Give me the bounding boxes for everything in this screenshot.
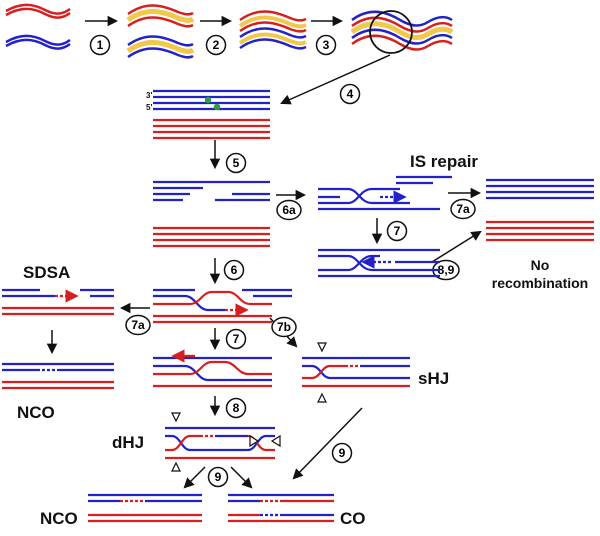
svg-text:6: 6 <box>231 263 238 277</box>
no-label: No <box>531 257 550 273</box>
co-product <box>228 493 334 523</box>
step-7a-top: 7a <box>450 198 476 220</box>
step-markers <box>46 15 482 489</box>
no-recombination-duplexes <box>486 178 594 242</box>
step-7b: 7b <box>271 316 297 338</box>
nco-bottom-label: NCO <box>40 509 78 528</box>
step-4: 4 <box>339 83 361 105</box>
sdsa-product <box>2 362 114 390</box>
step-9-bottom: 9 <box>207 466 229 488</box>
svg-text:3: 3 <box>323 38 330 52</box>
single-holliday-junction <box>302 356 410 388</box>
step-1: 1 <box>89 34 111 56</box>
svg-text:5: 5 <box>233 156 240 170</box>
sdsa-label: SDSA <box>23 263 70 282</box>
svg-text:8: 8 <box>233 401 240 415</box>
step-circles: 1 2 3 4 5 6a 7a 7 8,9 6 7a 7b 7 8 9 9 <box>89 34 476 488</box>
nco-product <box>88 493 202 523</box>
step-8: 8 <box>225 397 247 419</box>
step-6a: 6a <box>276 199 302 221</box>
is-repair-label: IS repair <box>410 152 478 171</box>
svg-text:7a: 7a <box>456 202 470 216</box>
shj-label: sHJ <box>418 369 449 388</box>
step-7: 7 <box>225 328 247 350</box>
svg-text:1: 1 <box>97 38 104 52</box>
nco-left-label: NCO <box>17 403 55 422</box>
is-repair-intermediate-2 <box>318 248 440 278</box>
svg-text:9: 9 <box>215 470 222 484</box>
step-7a-left: 7a <box>125 314 151 336</box>
co-label: CO <box>340 509 366 528</box>
end-3-prime: 3' <box>146 91 152 100</box>
step-7-top: 7 <box>386 220 408 242</box>
synaptonemal-complex <box>350 10 454 51</box>
dhj-cut-right-1 <box>249 434 260 448</box>
svg-text:6a: 6a <box>282 203 296 217</box>
step-3: 3 <box>315 34 337 56</box>
dhj-cut-bottom <box>171 461 181 472</box>
step-9-right: 9 <box>331 442 353 464</box>
resected-duplexes <box>153 180 270 248</box>
svg-text:7a: 7a <box>131 318 145 332</box>
homolog-blue-single <box>5 34 71 50</box>
shj-cut-top <box>317 342 327 353</box>
second-end-capture <box>153 349 272 388</box>
svg-text:4: 4 <box>347 87 354 101</box>
svg-text:7: 7 <box>394 224 401 238</box>
svg-text:2: 2 <box>213 38 220 52</box>
homolog-red-single <box>5 3 71 19</box>
step-6: 6 <box>223 259 245 281</box>
dhj-label: dHJ <box>112 433 144 452</box>
homolog-pair-stage2 <box>238 10 307 50</box>
top-row <box>5 3 454 59</box>
svg-text:7b: 7b <box>277 320 291 334</box>
is-repair-intermediate-1 <box>318 175 452 211</box>
sdsa-intermediate <box>2 288 114 316</box>
dhj-cut-top <box>171 412 181 423</box>
strand-invasion <box>153 288 292 324</box>
step-5: 5 <box>225 152 247 174</box>
dsb-duplexes <box>153 89 270 140</box>
step-2: 2 <box>205 34 227 56</box>
dhj-cut-right-2 <box>270 434 281 448</box>
svg-text:8,9: 8,9 <box>438 263 455 277</box>
homolog-pair-stage1 <box>126 4 195 59</box>
shj-cut-bottom <box>317 392 327 403</box>
double-holliday-junction <box>165 426 275 460</box>
zoom-circle <box>369 10 413 54</box>
recombination-label: recombination <box>492 275 588 291</box>
svg-text:9: 9 <box>339 446 346 460</box>
svg-text:7: 7 <box>233 332 240 346</box>
end-5-prime: 5' <box>146 103 152 112</box>
